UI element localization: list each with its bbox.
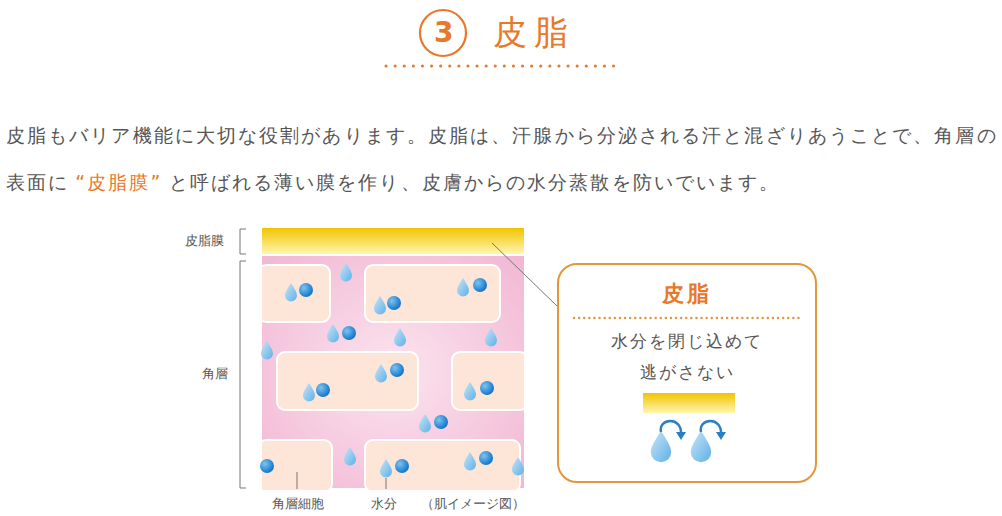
return-arrows — [661, 421, 721, 434]
water-molecules — [260, 278, 494, 473]
brackets — [240, 229, 246, 488]
layer-label: 角層 — [202, 366, 228, 382]
callout-number: 3 — [434, 16, 453, 50]
corneocytes — [258, 265, 528, 492]
number-circle — [420, 10, 466, 56]
body-paragraph: 皮脂もバリア機能に大切な役割があります。皮脂は、汗腺から分泌される汗と混ざりあう… — [6, 112, 1000, 206]
callout-rule — [574, 317, 802, 319]
water-drops — [261, 263, 524, 478]
dotted-rule — [386, 65, 616, 68]
sebum-icon — [643, 393, 735, 413]
part-label: 角層細胞 — [272, 496, 324, 512]
highlight-term: “皮脂膜” — [75, 171, 162, 193]
layer-label: 皮脂膜 — [185, 233, 224, 249]
part-label: 水分 — [371, 496, 397, 512]
figure-note: （肌イメージ図） — [421, 496, 525, 512]
sebum-film — [262, 228, 524, 254]
callout-body: 水分を閉じ込めて 逃がさない — [587, 326, 787, 388]
body-text: と呼ばれる薄い膜を作り、皮膚からの水分蒸散を防いでいます。 — [169, 171, 781, 193]
drop-icons — [651, 431, 711, 462]
leader-lines — [297, 243, 557, 489]
heading-title: 皮脂 — [493, 10, 575, 54]
callout-box: 皮脂水分を閉じ込めて 逃がさない — [557, 263, 817, 483]
callout-heading: 皮脂 — [559, 279, 815, 309]
